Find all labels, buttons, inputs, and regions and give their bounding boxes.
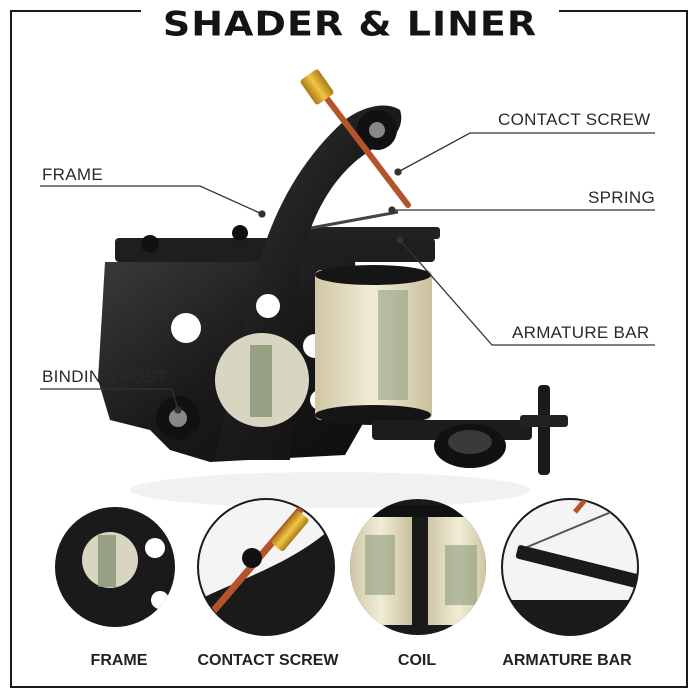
armature-bar-upper bbox=[300, 227, 440, 239]
callout-binding-post: BINDING POST bbox=[42, 367, 168, 386]
frame-hole bbox=[256, 294, 280, 318]
thumb-label-frame: FRAME bbox=[90, 652, 148, 669]
tube-ring-inner bbox=[448, 430, 492, 454]
vise-screw-handle bbox=[520, 415, 568, 427]
floor-reflection bbox=[130, 472, 530, 508]
frame-hole bbox=[171, 313, 201, 343]
thumb-contact-screw bbox=[197, 498, 335, 636]
title-bar: SHADER & LINER bbox=[0, 0, 700, 48]
vise-screw bbox=[538, 385, 550, 475]
banknote-portrait bbox=[250, 345, 272, 417]
rear-post bbox=[232, 225, 248, 241]
contact-screw-head bbox=[369, 122, 385, 138]
thumb-armature-bar bbox=[501, 498, 639, 636]
brass-nut bbox=[300, 69, 334, 105]
binding-post-screw bbox=[169, 409, 187, 427]
callout-contact-screw: CONTACT SCREW bbox=[498, 110, 651, 129]
leader-contact-screw bbox=[397, 132, 655, 173]
leader-armature-bar bbox=[399, 239, 655, 346]
callout-frame: FRAME bbox=[42, 165, 103, 184]
coil-banknote bbox=[378, 290, 408, 400]
thumb-coil bbox=[350, 499, 486, 635]
callout-armature-bar: ARMATURE BAR bbox=[512, 323, 650, 342]
thumb-frame bbox=[55, 507, 175, 627]
front-post bbox=[141, 235, 159, 253]
coil bbox=[315, 270, 432, 420]
callout-spring: SPRING bbox=[588, 188, 655, 207]
thumb-label-contact-screw: CONTACT SCREW bbox=[197, 652, 339, 669]
contact-screw bbox=[319, 89, 411, 208]
thumb-label-coil: COIL bbox=[397, 652, 437, 669]
leader-binding-post bbox=[40, 388, 179, 411]
thumb-label-armature-bar: ARMATURE BAR bbox=[502, 652, 632, 669]
leader-frame bbox=[40, 185, 263, 215]
page-title: SHADER & LINER bbox=[140, 4, 560, 44]
coil-top bbox=[315, 265, 431, 285]
spring bbox=[299, 210, 399, 232]
